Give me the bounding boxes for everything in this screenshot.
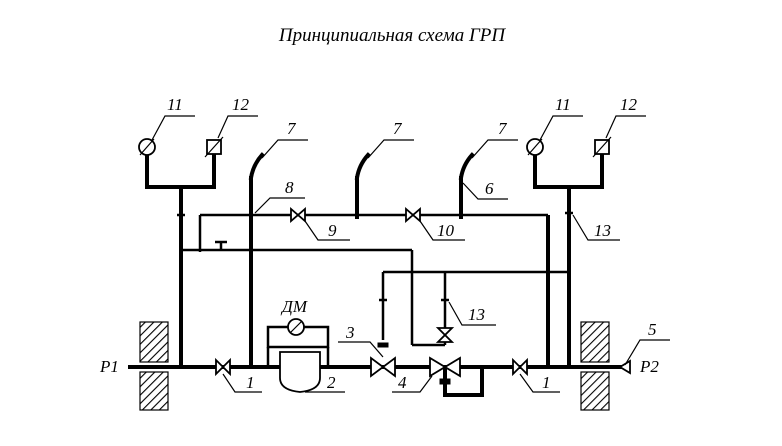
dm-label: ДМ xyxy=(280,297,308,316)
leader-10 xyxy=(419,220,465,241)
callout-4: 4 xyxy=(398,373,407,392)
purge-valve-10-icon xyxy=(405,207,421,223)
callout-7-right: 7 xyxy=(498,119,508,138)
leader-1-left xyxy=(222,373,262,393)
leader-6 xyxy=(462,182,508,200)
wall-left-lower xyxy=(139,371,169,411)
callout-13-right: 13 xyxy=(594,221,611,240)
leader-13-right xyxy=(572,214,620,241)
leader-11-left xyxy=(151,115,195,141)
leader-7-mid xyxy=(367,139,414,159)
regulator-diaphragm xyxy=(439,378,451,385)
pressure-regulator-4-icon xyxy=(429,356,461,378)
callout-12-left: 12 xyxy=(232,95,250,114)
outlet-arrow-icon xyxy=(618,359,631,375)
diagram-title: Принципиальная схема ГРП xyxy=(278,25,506,46)
callout-7-mid: 7 xyxy=(393,119,403,138)
callout-12-right: 12 xyxy=(620,95,638,114)
callout-13-lower: 13 xyxy=(468,305,485,324)
leader-13-lower xyxy=(448,301,496,326)
leader-1-right xyxy=(519,373,560,393)
callout-1-left: 1 xyxy=(246,373,255,392)
wall-right-lower xyxy=(580,371,610,411)
leader-12-left xyxy=(217,115,258,139)
gauge-12-right-needle xyxy=(592,136,612,158)
valve-3-actuator xyxy=(377,342,389,348)
callout-3: 3 xyxy=(345,323,355,342)
callout-1-right: 1 xyxy=(542,373,551,392)
inlet-label: Р1 xyxy=(99,357,119,376)
gas-filter-2 xyxy=(279,351,321,393)
gauge-12-left-needle xyxy=(204,136,224,158)
callout-11-left: 11 xyxy=(167,95,183,114)
leader-8 xyxy=(254,197,305,214)
valve-1-left-icon xyxy=(215,357,231,377)
callout-7-left: 7 xyxy=(287,119,297,138)
callout-8: 8 xyxy=(285,178,294,197)
safety-shutoff-valve-3-icon xyxy=(370,356,396,378)
leader-3 xyxy=(338,341,384,358)
callout-9: 9 xyxy=(328,221,337,240)
purge-valve-9-icon xyxy=(290,207,306,223)
purge-candle-7-mid xyxy=(354,152,371,181)
callout-11-right: 11 xyxy=(555,95,571,114)
purge-candle-7-left xyxy=(248,152,265,181)
gauge-11-left-needle xyxy=(139,138,155,156)
callout-2: 2 xyxy=(327,373,336,392)
callout-6: 6 xyxy=(485,179,494,198)
leader-7-left xyxy=(261,139,308,159)
purge-candle-7-right xyxy=(458,152,475,181)
leader-5 xyxy=(624,339,670,366)
wall-left-upper xyxy=(139,321,169,363)
gauge-11-right-needle xyxy=(527,138,543,156)
leader-9 xyxy=(304,220,350,241)
leader-12-right xyxy=(605,115,646,139)
wall-right-upper xyxy=(580,321,610,363)
leader-7-right xyxy=(471,139,518,159)
dm-needle xyxy=(289,320,303,334)
leader-11-right xyxy=(539,115,583,141)
valve-1-right-icon xyxy=(512,357,528,377)
regulator-pilot-icon xyxy=(435,327,455,343)
leader-4 xyxy=(392,375,433,393)
callout-5: 5 xyxy=(648,320,657,339)
callout-10: 10 xyxy=(437,221,455,240)
outlet-label: Р2 xyxy=(639,357,659,376)
